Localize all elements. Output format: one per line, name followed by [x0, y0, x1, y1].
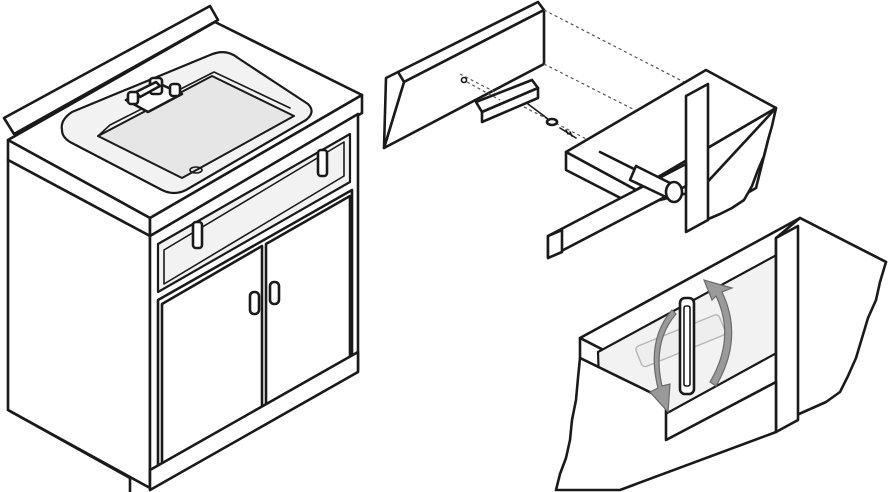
rotated-clip [678, 296, 696, 396]
rotate-arrow-right-icon [702, 279, 734, 387]
clip-right [316, 148, 329, 178]
step-1-clip-install [382, 0, 778, 260]
rotate-arrow-left-icon [649, 309, 677, 414]
step-2-rotate [554, 216, 888, 492]
faucet-icon [124, 76, 184, 114]
step2-lower-panel [554, 356, 778, 492]
left-door-handle [248, 290, 261, 316]
drain-icon [189, 166, 203, 174]
toe-kick [148, 350, 360, 492]
dashed-guide [459, 9, 691, 147]
clip-left [191, 220, 204, 250]
clip-bracket-icon [460, 76, 540, 124]
screw-icon [527, 103, 577, 139]
vanity-cabinet [2, 4, 364, 492]
right-door-handle [268, 280, 281, 306]
false-front-panel [156, 132, 352, 294]
countertop-side-edge [148, 93, 364, 238]
backsplash [2, 4, 220, 136]
screwdriver-icon [598, 150, 684, 204]
